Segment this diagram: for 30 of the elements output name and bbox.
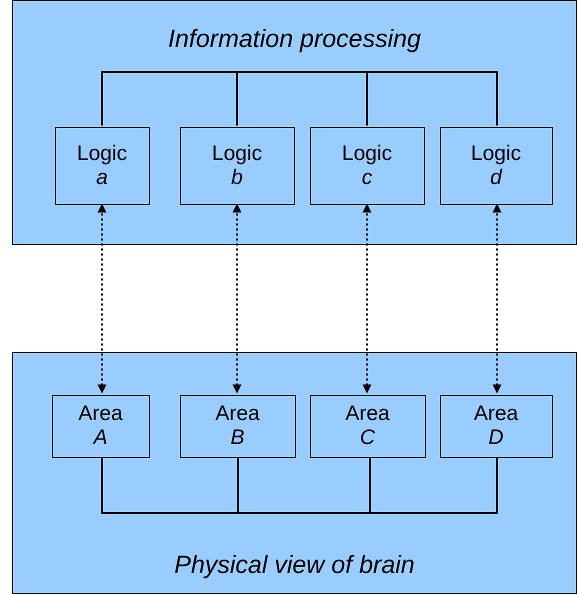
process-box	[310, 394, 426, 458]
connector-line	[366, 71, 498, 126]
panel-background	[12, 0, 577, 245]
box-label: Area C	[345, 402, 390, 450]
box-label: Logic d	[470, 142, 522, 190]
box-label: Area A	[78, 402, 123, 450]
process-box	[180, 126, 294, 204]
process-box	[54, 126, 150, 204]
process-box	[440, 394, 552, 458]
connector-line	[237, 456, 371, 514]
arrow	[98, 204, 106, 394]
panel-title: Physical view of brain	[173, 551, 416, 580]
box-label: Logic b	[212, 142, 262, 190]
connector-line	[101, 71, 238, 126]
arrow	[232, 204, 242, 394]
panel-background	[12, 352, 577, 594]
arrow	[362, 204, 372, 394]
box-label: Logic a	[76, 142, 128, 190]
box-label: Area B	[215, 402, 260, 450]
process-box	[440, 126, 552, 204]
process-box	[52, 394, 150, 458]
arrow	[492, 204, 502, 394]
connector-line	[101, 456, 239, 514]
box-label: Area D	[474, 402, 518, 450]
panel-title: Information processing	[167, 25, 422, 54]
connector-line	[236, 71, 368, 126]
process-box	[180, 394, 296, 458]
process-box	[310, 126, 424, 204]
connector-line	[369, 456, 498, 514]
box-label: Logic c	[342, 142, 392, 190]
